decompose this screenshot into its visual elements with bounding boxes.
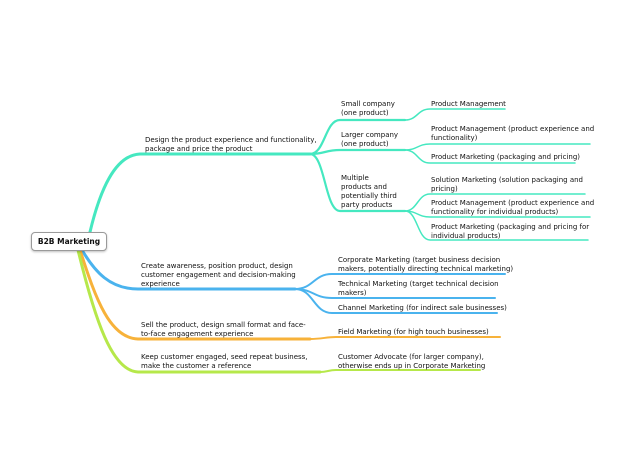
branch-sell-product-label[interactable]: Sell the product, design small format an…	[141, 321, 306, 338]
leaf-corporate-marketing[interactable]: Corporate Marketing (target business dec…	[338, 256, 514, 273]
connector-root-awareness	[80, 248, 297, 291]
leaf-solution-marketing[interactable]: Solution Marketing (solution packaging a…	[431, 176, 583, 193]
connector-multi-sm	[404, 193, 586, 212]
connector-aw-channel	[294, 288, 498, 314]
connector-larger-pmk	[404, 149, 576, 164]
sub-small-company-label[interactable]: Small company(one product)	[341, 100, 395, 117]
connector-larger-pm	[404, 143, 591, 151]
leaf-technical-marketing[interactable]: Technical Marketing (target technical de…	[338, 280, 499, 297]
root-node[interactable]: B2B Marketing	[31, 232, 107, 251]
sub-larger-company-label[interactable]: Larger company(one product)	[341, 131, 399, 148]
leaf-channel-marketing[interactable]: Channel Marketing (for indirect sale bus…	[338, 304, 507, 312]
leaf-field-marketing[interactable]: Field Marketing (for high touch business…	[338, 328, 489, 336]
connector-root-sell	[78, 248, 312, 341]
branch-keep-customer-label[interactable]: Keep customer engaged, seed repeat busin…	[141, 353, 308, 370]
connector-design-larger	[308, 148, 407, 156]
leaf-product-marketing-packaging[interactable]: Product Marketing (packaging and pricing…	[431, 153, 581, 161]
connector-root-keep	[76, 248, 322, 374]
connector-sell-field	[309, 336, 501, 340]
leaf-product-management-individual[interactable]: Product Management (product experience a…	[431, 199, 595, 216]
leaf-product-management[interactable]: Product Management	[431, 100, 506, 108]
connector-design-multiple	[308, 152, 407, 213]
root-node-label: B2B Marketing	[37, 237, 101, 246]
branch-create-awareness-label[interactable]: Create awareness, position product, desi…	[141, 262, 296, 288]
leaf-product-marketing-individual[interactable]: Product Marketing (packaging and pricing…	[431, 223, 590, 240]
connector-keep-advocate	[319, 369, 481, 373]
leaf-customer-advocate[interactable]: Customer Advocate (for larger company),o…	[338, 353, 486, 370]
connector-small-pm	[404, 108, 506, 121]
connector-root-design	[88, 152, 312, 234]
branch-design-product-label[interactable]: Design the product experience and functi…	[145, 136, 317, 153]
leaf-product-management-experience[interactable]: Product Management (product experience a…	[431, 125, 595, 142]
connector-multi-pmk	[404, 210, 589, 241]
